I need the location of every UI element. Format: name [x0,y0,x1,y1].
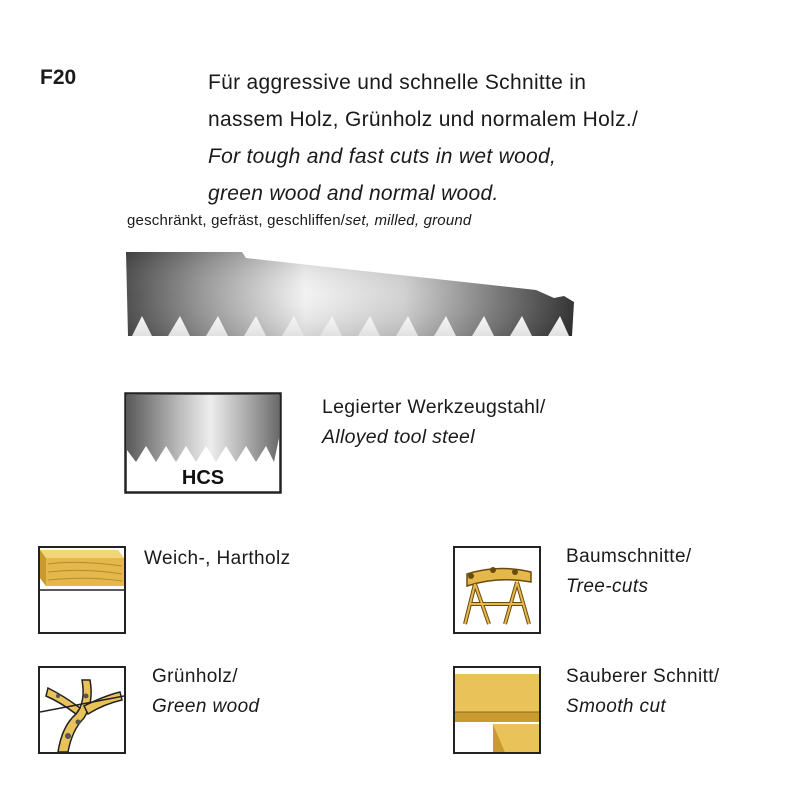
material-de: Legierter Werkzeugstahl/ [322,396,546,418]
teeth-description-en: set, milled, ground [345,212,472,229]
wood-block-icon [38,546,126,634]
product-code: F20 [40,66,77,89]
feature-tree-cuts: Baumschnitte/ Tree-cuts [566,542,692,602]
description-de-line-1: Für aggressive und schnelle Schnitte in [208,71,587,94]
sawhorse-log-icon [453,546,541,634]
green-branch-icon [38,666,126,754]
teeth-description: geschränkt, gefräst, geschliffen/set, mi… [127,212,471,229]
teeth-description-de: geschränkt, gefräst, geschliffen/ [127,212,346,229]
material-en: Alloyed tool steel [322,426,475,448]
feature-smooth-cut: Sauberer Schnitt/ Smooth cut [566,662,720,722]
feature-4-en: Smooth cut [566,696,667,717]
product-description: Für aggressive und schnelle Schnitte in … [208,64,638,212]
smooth-cut-board-icon [453,666,541,754]
feature-softwood-hardwood: Weich-, Hartholz [144,544,290,574]
description-en-line-2: green wood and normal wood. [208,182,499,205]
hcs-steel-icon: HCS [124,392,282,494]
hcs-badge-text: HCS [182,467,224,489]
material-description: Legierter Werkzeugstahl/ Alloyed tool st… [322,392,546,452]
feature-green-wood: Grünholz/ Green wood [152,662,260,722]
feature-3-en: Green wood [152,696,260,717]
feature-2-en: Tree-cuts [566,576,649,597]
feature-2-de: Baumschnitte/ [566,546,692,567]
feature-4-de: Sauberer Schnitt/ [566,666,720,687]
feature-3-de: Grünholz/ [152,666,238,687]
feature-1-de: Weich-, Hartholz [144,548,291,569]
description-de-line-2: nassem Holz, Grünholz und normalem Holz.… [208,108,639,131]
description-en-line-1: For tough and fast cuts in wet wood, [208,145,557,168]
saw-blade-image [126,252,574,336]
